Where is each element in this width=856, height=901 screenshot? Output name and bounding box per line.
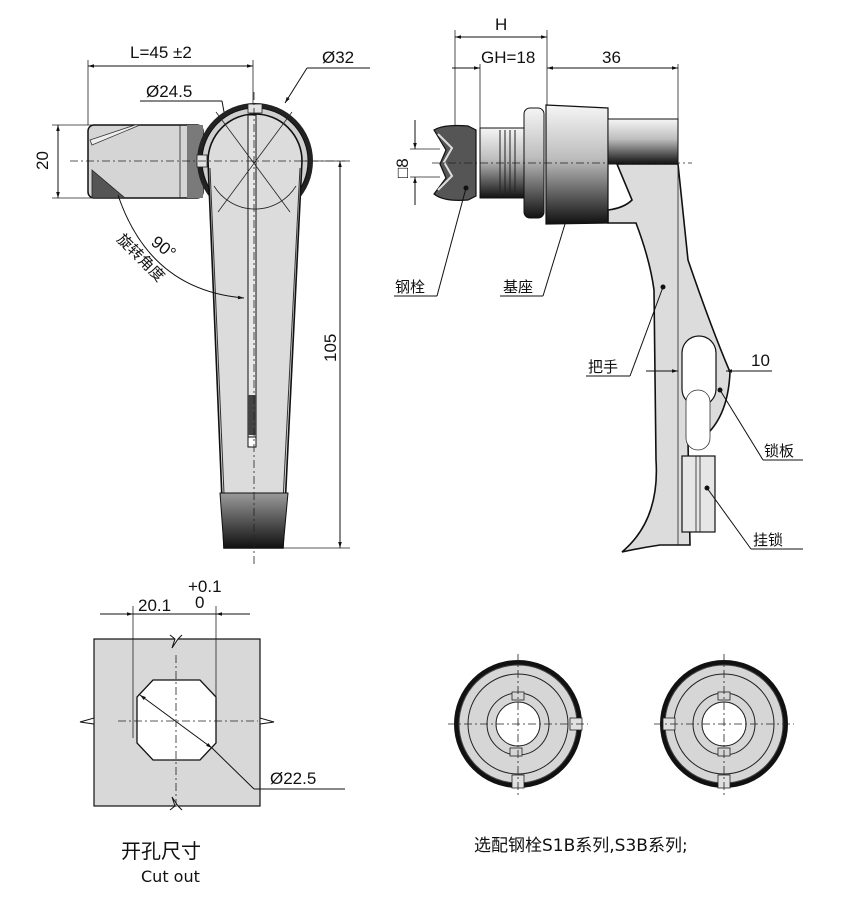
label-lock-plate: 锁板	[764, 442, 794, 460]
dim-outer-diameter: Ø32	[322, 48, 354, 67]
dim-36: 36	[602, 48, 621, 67]
cutout-diameter: Ø22.5	[270, 769, 316, 788]
bolt-option-s3b	[654, 654, 794, 795]
label-handle: 把手	[588, 358, 618, 376]
dim-square: □8	[393, 158, 412, 178]
cutout-title-en: Cut out	[141, 867, 200, 886]
padlock	[681, 455, 716, 533]
bolt-option-s1b	[448, 654, 588, 795]
dim-length: L=45 ±2	[130, 43, 192, 62]
handle-profile	[607, 163, 731, 553]
cutout-view: 20.1 +0.1 0 Ø22.5 开孔尺寸 Cut out	[79, 577, 345, 886]
base	[545, 104, 609, 225]
side-view: H GH=18 36	[393, 15, 803, 553]
dim-inner-diameter: Ø24.5	[146, 82, 192, 101]
label-base: 基座	[503, 278, 533, 296]
dim-height: 20	[33, 151, 52, 170]
bolt-options-caption: 选配钢栓S1B系列,S3B系列;	[474, 836, 688, 856]
cutout-tol-lower: 0	[195, 593, 204, 612]
cutout-title-cn: 开孔尺寸	[121, 839, 201, 863]
front-view: L=45 ±2 Ø32 Ø24.5 20	[33, 43, 370, 565]
dim-10: 10	[751, 351, 770, 370]
dim-handle-length: 105	[321, 334, 340, 362]
cutout-width: 20.1	[138, 596, 171, 615]
label-steel-bolt: 钢栓	[395, 278, 425, 296]
dim-GH: GH=18	[481, 48, 535, 67]
cutout-hole	[136, 679, 217, 761]
cutout-tol-upper: +0.1	[188, 577, 222, 596]
label-padlock: 挂锁	[753, 531, 783, 549]
dim-H: H	[495, 15, 507, 34]
